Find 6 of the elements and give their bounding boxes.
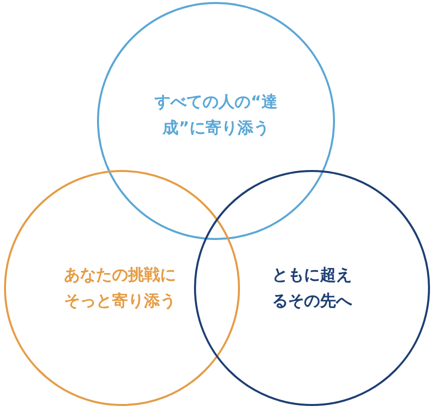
circle — [194, 170, 430, 406]
circle — [4, 170, 240, 406]
circle-text: あなたの挑戦にそっと寄り添う — [63, 264, 177, 312]
circle-text: すべての人の“達成”に寄り添う — [154, 90, 278, 139]
circle-text: ともに超えるその先へ — [271, 264, 353, 312]
circle — [97, 2, 335, 240]
